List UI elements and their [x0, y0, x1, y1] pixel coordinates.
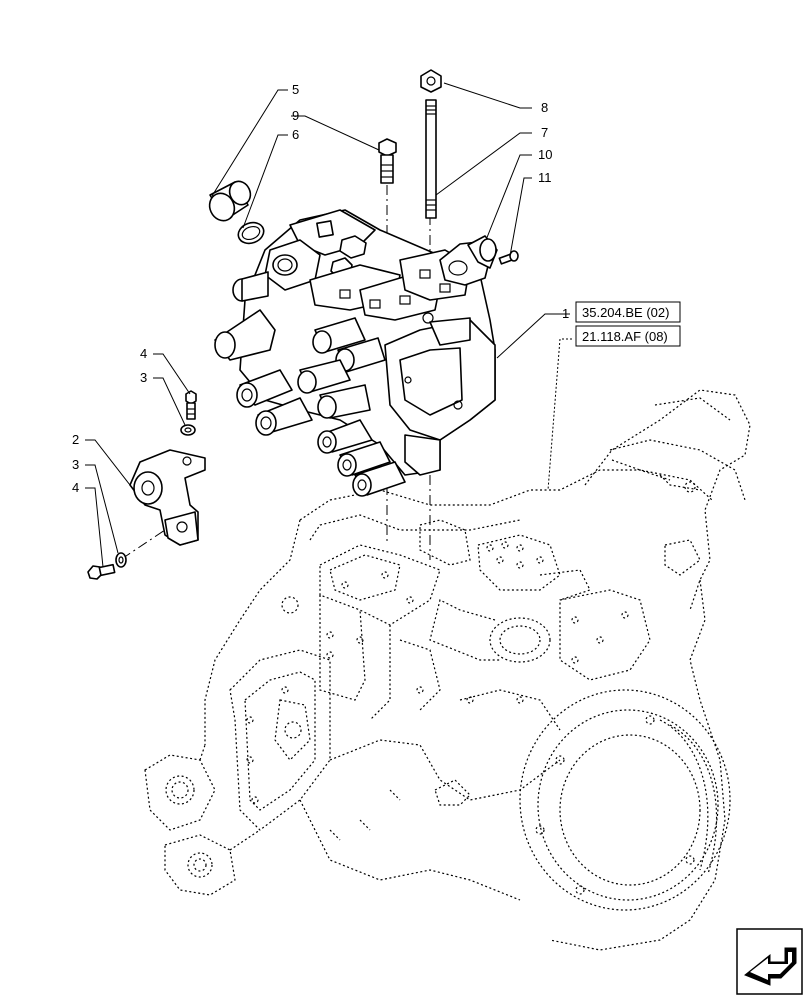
coupler-top-left — [232, 271, 269, 302]
nut-part-8 — [420, 69, 442, 93]
control-valve-block — [214, 209, 496, 497]
callout-10: 10 — [538, 147, 552, 162]
washer-part-3-lower — [115, 552, 127, 568]
reference-1-text: 35.204.BE (02) — [582, 305, 669, 320]
reference-box-1[interactable]: 35.204.BE (02) — [575, 301, 681, 323]
tractor-housing-ghost — [144, 389, 751, 951]
callout-labels: 1 2 3 3 4 4 5 6 7 8 9 10 11 — [72, 82, 569, 495]
washer-part-3-upper — [180, 424, 196, 436]
callout-6: 6 — [292, 127, 299, 142]
leader-lines — [85, 82, 572, 568]
callout-5: 5 — [292, 82, 299, 97]
bolt-part-4-lower — [87, 563, 116, 580]
bolt-part-4-upper — [185, 390, 197, 420]
bracket-part-2 — [129, 449, 206, 546]
callout-3-upper: 3 — [140, 370, 147, 385]
callout-8: 8 — [541, 100, 548, 115]
callout-1: 1 — [562, 306, 569, 321]
reference-2-text: 21.118.AF (08) — [582, 329, 668, 344]
flange-part-10 — [439, 235, 498, 286]
next-page-arrow-icon[interactable] — [736, 928, 803, 995]
callout-4-lower: 4 — [72, 480, 79, 495]
callout-3-lower: 3 — [72, 457, 79, 472]
callout-9: 9 — [292, 108, 299, 123]
cap-part-5 — [208, 180, 252, 222]
quick-coupler-group — [236, 317, 406, 497]
stud-part-7 — [425, 99, 437, 219]
o-ring-part-6 — [237, 221, 265, 245]
callout-2: 2 — [72, 432, 79, 447]
callout-11: 11 — [538, 170, 552, 185]
screw-part-11 — [498, 250, 519, 265]
callout-4-upper: 4 — [140, 346, 147, 361]
callout-7: 7 — [541, 125, 548, 140]
reference-box-2[interactable]: 21.118.AF (08) — [575, 325, 681, 347]
bolt-part-9 — [378, 138, 397, 184]
